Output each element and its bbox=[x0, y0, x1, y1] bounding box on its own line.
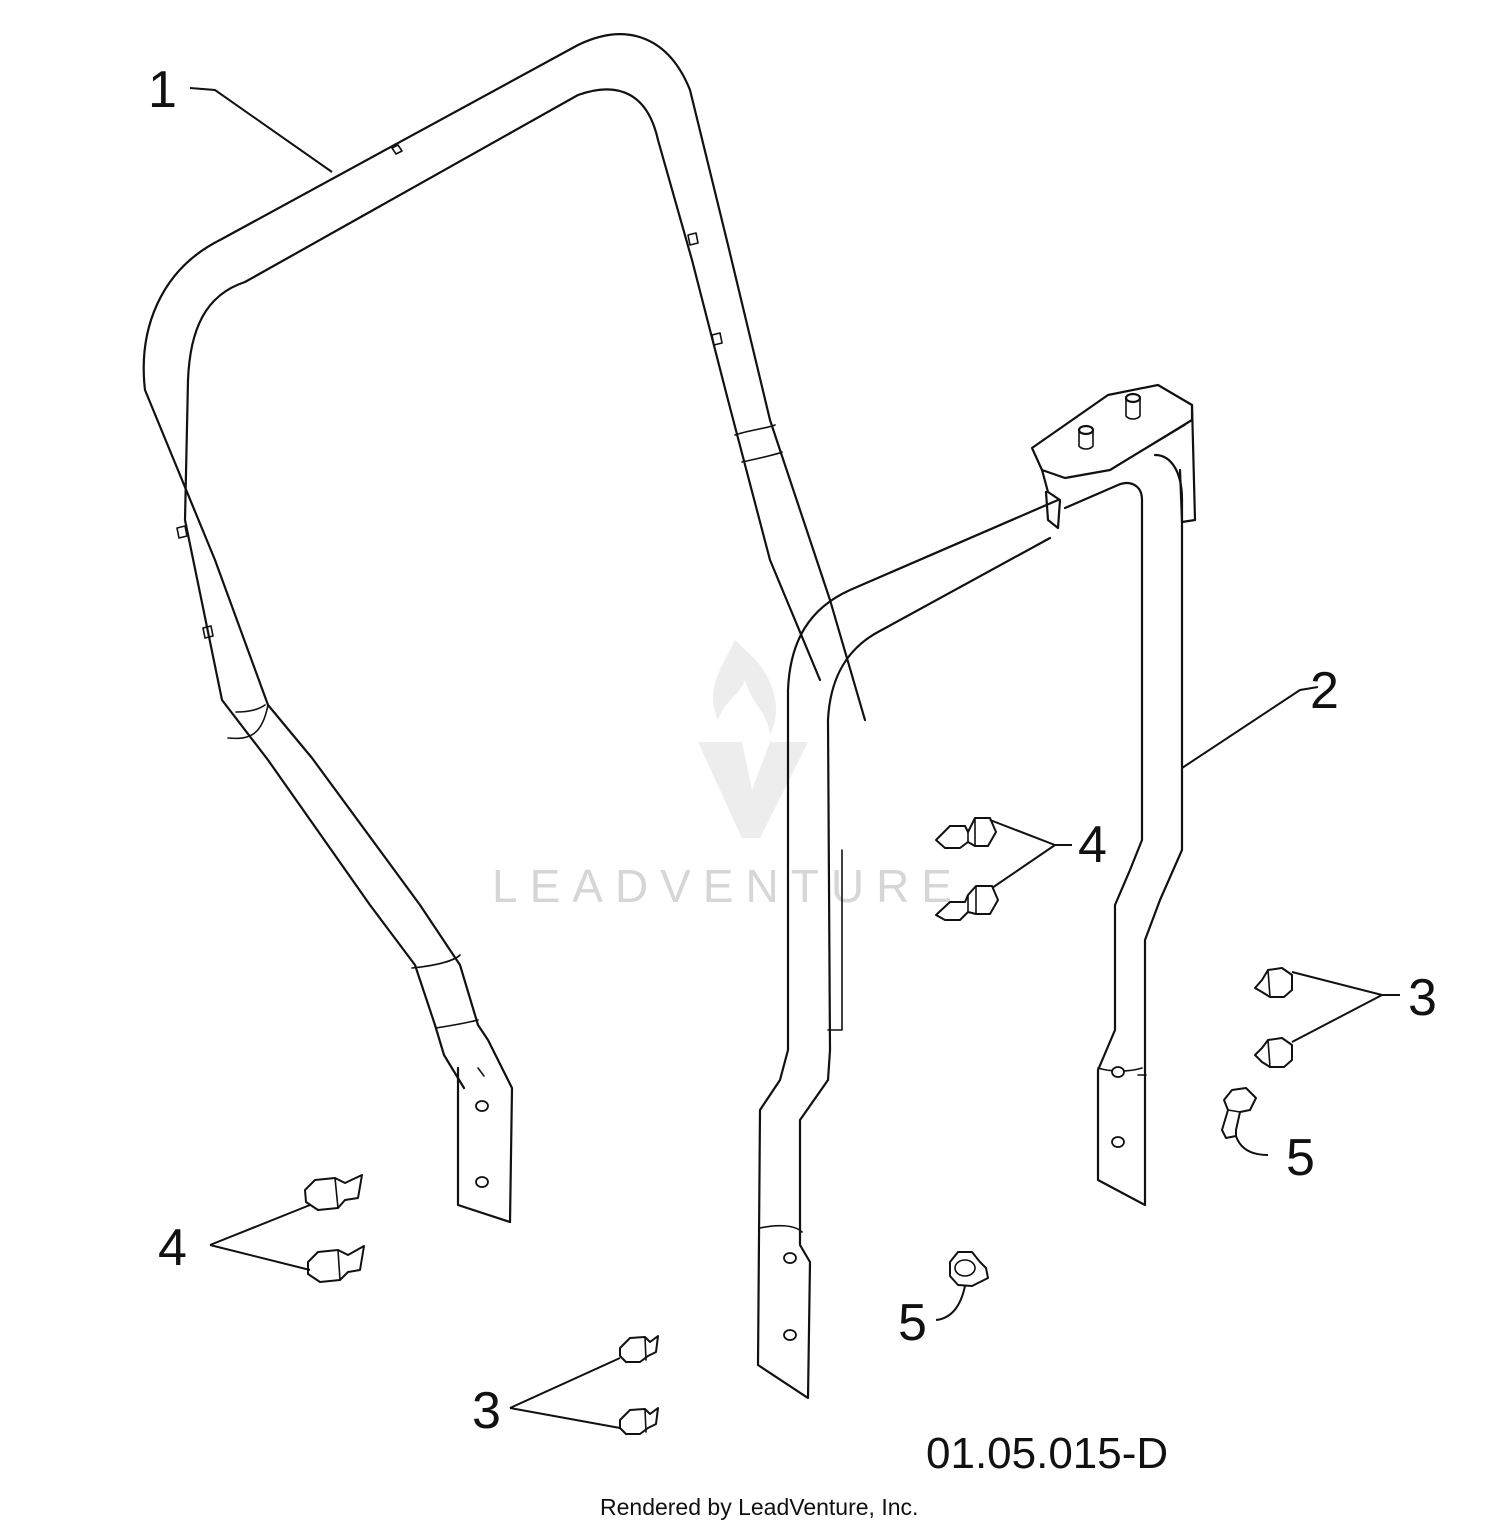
bolt-5-right[interactable] bbox=[1221, 1087, 1257, 1139]
leader-lines bbox=[189, 87, 1400, 1429]
rendered-by-footer: Rendered by LeadVenture, Inc. bbox=[600, 1494, 918, 1520]
bolt-4-middle-lower[interactable] bbox=[935, 885, 999, 921]
bolt-3-bottom-upper[interactable] bbox=[619, 1335, 659, 1363]
watermark-logo-icon bbox=[698, 640, 808, 838]
callout-3-right: 3 bbox=[1408, 969, 1437, 1027]
bolt-4-left-upper[interactable] bbox=[304, 1174, 363, 1211]
roll-bar-frame-2[interactable] bbox=[756, 383, 1197, 1400]
callout-3-bottom: 3 bbox=[472, 1382, 501, 1440]
callout-1: 1 bbox=[148, 61, 177, 119]
callout-4-left: 4 bbox=[158, 1219, 187, 1277]
watermark: LEADVENTURE bbox=[492, 640, 964, 912]
callout-5-right: 5 bbox=[1286, 1129, 1315, 1187]
callout-5-bottom: 5 bbox=[898, 1294, 927, 1352]
bolt-5-bottom[interactable] bbox=[949, 1251, 989, 1287]
bolt-4-middle-upper[interactable] bbox=[935, 817, 997, 849]
callout-2: 2 bbox=[1310, 662, 1339, 720]
bolt-3-right-upper[interactable] bbox=[1254, 967, 1293, 998]
watermark-text: LEADVENTURE bbox=[492, 860, 964, 912]
bolt-4-left-lower[interactable] bbox=[307, 1245, 365, 1283]
part-code: 01.05.015-D bbox=[926, 1429, 1168, 1478]
bolt-3-bottom-lower[interactable] bbox=[619, 1407, 659, 1435]
callout-4-middle: 4 bbox=[1078, 816, 1107, 874]
roll-bar-frame-1[interactable] bbox=[142, 33, 867, 1224]
bolt-3-right-lower[interactable] bbox=[1254, 1037, 1293, 1068]
